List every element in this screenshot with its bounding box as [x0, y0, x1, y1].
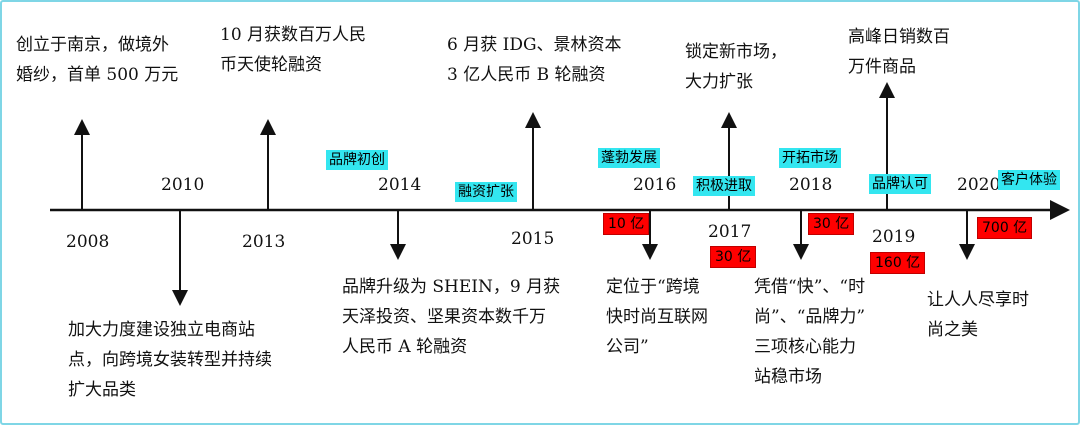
amount-tag-2017: 30 亿: [710, 246, 757, 268]
milestone-2010: 加大力度建设独立电商站 点，向跨境女装转型并持续 扩大品类: [68, 320, 272, 400]
year-2008: 2008: [66, 232, 110, 252]
year-2014: 2014: [378, 175, 422, 195]
year-2020: 2020: [957, 175, 1001, 195]
year-2017: 2017: [708, 222, 752, 242]
milestone-2008: 创立于南京，做境外 婚纱，首单 500 万元: [16, 35, 179, 85]
year-2016: 2016: [633, 175, 677, 195]
milestone-2016: 定位于“跨境 快时尚互联网 公司”: [606, 277, 708, 357]
stage-tag-brand-recognition: 品牌认可: [869, 174, 931, 194]
year-2015: 2015: [511, 229, 555, 249]
milestone-2014: 品牌升级为 SHEIN，9 月获 天泽投资、坚果资本数千万 人民币 A 轮融资: [342, 277, 561, 357]
stage-tag-financing-expansion: 融资扩张: [455, 182, 517, 202]
milestone-2017: 锁定新市场， 大力扩张: [685, 42, 787, 92]
milestone-2013: 10 月获数百万人民 币天使轮融资: [220, 25, 367, 75]
stage-tag-brand-founding: 品牌初创: [326, 150, 388, 170]
year-2018: 2018: [789, 175, 833, 195]
amount-tag-2018: 30 亿: [808, 213, 855, 235]
stage-tag-aggressive-progress: 积极进取: [693, 176, 755, 196]
milestone-2019: 高峰日销数百 万件商品: [848, 27, 950, 77]
amount-tag-2019: 160 亿: [870, 252, 926, 274]
year-2010: 2010: [161, 175, 205, 195]
year-2013: 2013: [242, 232, 286, 252]
milestone-2015: 6 月获 IDG、景林资本 3 亿人民币 B 轮融资: [447, 35, 622, 85]
stage-tag-market-development: 开拓市场: [779, 148, 841, 168]
milestone-2018: 凭借“快”、“时 尚”、“品牌力” 三项核心能力 站稳市场: [754, 277, 866, 387]
milestone-2020: 让人人尽享时 尚之美: [927, 290, 1029, 340]
year-2019: 2019: [872, 227, 916, 247]
amount-tag-2016: 10 亿: [603, 213, 650, 235]
stage-tag-customer-experience: 客户体验: [998, 170, 1060, 190]
amount-tag-2020: 700 亿: [977, 217, 1033, 239]
stage-tag-booming-development: 蓬勃发展: [598, 148, 660, 168]
